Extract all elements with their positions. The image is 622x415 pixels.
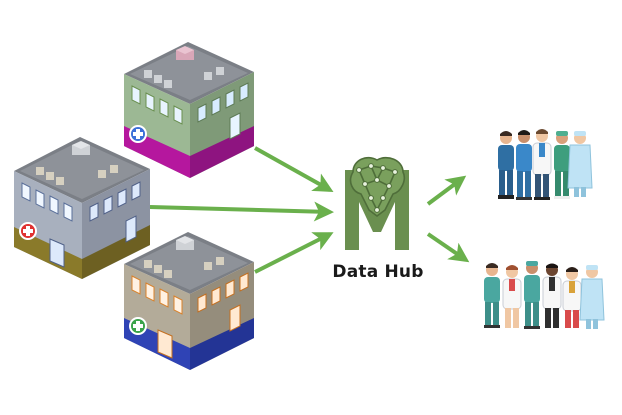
hospital-building-icon xyxy=(124,42,254,178)
hospital-building-top xyxy=(124,42,254,178)
hospital-building-bottom xyxy=(124,232,254,370)
medical-staff-group-bottom xyxy=(484,261,605,329)
medical-staff-icon xyxy=(484,261,605,329)
arrow-hub-to-bottom-staff xyxy=(426,232,470,263)
medical-staff-icon xyxy=(498,129,593,200)
hospital-building-icon xyxy=(124,232,254,370)
arrow-left-building-to-hub xyxy=(149,201,334,222)
hospital-building-icon xyxy=(14,137,150,279)
data-hub-logo xyxy=(345,156,409,250)
arrow-hub-to-top-staff xyxy=(426,175,467,206)
arrow-top-building-to-hub xyxy=(254,146,334,192)
arrow-bottom-building-to-hub xyxy=(254,232,334,274)
hospital-building-left xyxy=(14,137,150,279)
medical-staff-group-top xyxy=(498,129,593,200)
flow-arrows xyxy=(149,146,470,274)
hub-label: Data Hub xyxy=(332,262,424,282)
